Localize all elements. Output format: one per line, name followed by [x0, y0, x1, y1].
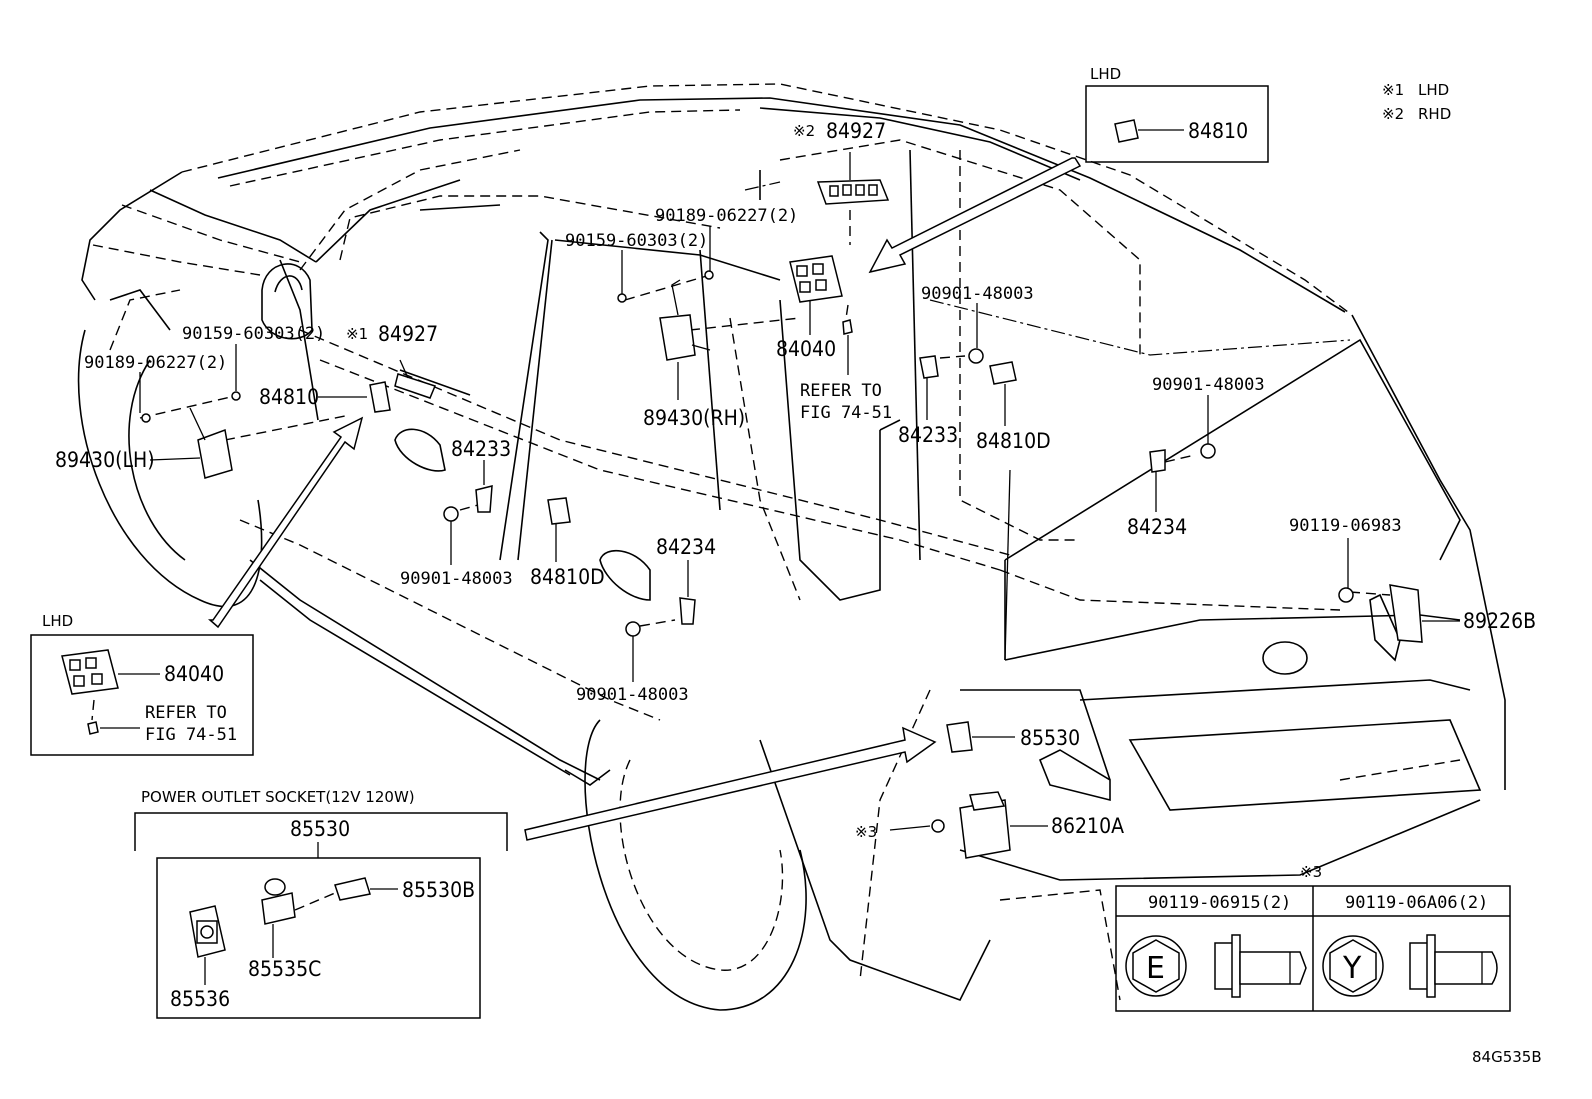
callout-arrows — [208, 157, 1082, 841]
parts-sketches — [141, 179, 1423, 859]
inset-left-refer-2: FIG 74-51 — [145, 725, 237, 745]
label-84810d-left: 84810D — [530, 565, 605, 589]
note-3-prefix: ※3 — [855, 823, 877, 841]
label-89430-lh: 89430(LH) — [55, 448, 155, 472]
arrow-left — [208, 416, 364, 629]
figure-code: 84G535B — [1472, 1048, 1542, 1066]
inset-top-lhd: LHD 84810 — [1085, 65, 1269, 163]
note-1-mark: ※1 — [1382, 81, 1404, 99]
label-84810-left: 84810 — [259, 385, 319, 409]
label-refer-1: REFER TO — [800, 381, 882, 401]
label-84927-left: 84927 — [378, 322, 438, 346]
note-2-mark: ※2 — [1382, 105, 1404, 123]
power-outlet-title: POWER OUTLET SOCKET(12V 120W) — [141, 788, 415, 806]
note-2-text: RHD — [1418, 105, 1451, 123]
label-84927-top: 84927 — [826, 119, 886, 143]
inset-left-part: 84040 — [164, 662, 224, 686]
assembly-dashes — [139, 210, 1391, 911]
label-refer-2: FIG 74-51 — [800, 403, 892, 423]
switch-84927-top — [816, 179, 890, 205]
inset-left-lhd: LHD 84040 REFER TO FIG 74-51 — [30, 612, 254, 756]
fastener-col2-symbol: Y — [1342, 951, 1362, 986]
fastener-col1-part: 90119-06915(2) — [1148, 893, 1291, 913]
switch-84040 — [789, 255, 843, 303]
arrow-bottom — [524, 726, 937, 841]
fastener-col2-part: 90119-06A06(2) — [1345, 893, 1488, 913]
label-89226b: 89226B — [1463, 609, 1536, 633]
inset-top-part: 84810 — [1188, 119, 1248, 143]
fastener-table-mark: ※3 — [1300, 863, 1322, 881]
label-86210a: 86210A — [1051, 814, 1124, 838]
part-labels: ※2 84927 90189-06227(2) 90159-60303(2) 8… — [55, 119, 1536, 841]
fastener-table: ※3 90119-06915(2) 90119-06A06(2) E Y — [1115, 863, 1511, 1012]
label-84233-right: 84233 — [898, 423, 958, 447]
inset-left-title: LHD — [42, 612, 73, 630]
label-90901-a: 90901-48003 — [921, 284, 1034, 304]
part-85535c: 85535C — [248, 957, 321, 981]
label-84040: 84040 — [776, 337, 836, 361]
sensor-89430-rh — [659, 279, 711, 361]
note-1-prefix: ※1 — [346, 325, 368, 343]
label-90189-top: 90189-06227(2) — [655, 206, 798, 226]
label-90901-b: 90901-48003 — [1152, 375, 1265, 395]
label-84810d-right: 84810D — [976, 429, 1051, 453]
part-85530b: 85530B — [402, 878, 475, 902]
label-90159-top: 90159-60303(2) — [565, 231, 708, 251]
inset-left-refer-1: REFER TO — [145, 703, 227, 723]
label-90159-left: 90159-60303(2) — [182, 324, 325, 344]
label-90119: 90119-06983 — [1289, 516, 1402, 536]
power-outlet-assembly: 85530 — [290, 817, 350, 841]
part-85536: 85536 — [170, 987, 230, 1011]
leader-lines — [139, 152, 1460, 831]
arrow-top — [868, 157, 1082, 274]
note-1-text: LHD — [1418, 81, 1449, 99]
label-90189-left: 90189-06227(2) — [84, 353, 227, 373]
label-90901-d: 90901-48003 — [576, 685, 689, 705]
sensor-89430-lh — [141, 391, 241, 479]
label-85530: 85530 — [1020, 726, 1080, 750]
label-84233-left: 84233 — [451, 437, 511, 461]
label-90901-c: 90901-48003 — [400, 569, 513, 589]
module-86210a — [931, 791, 1011, 859]
note-2-prefix: ※2 — [793, 122, 815, 140]
label-89430-rh: 89430(RH) — [643, 406, 745, 430]
inset-top-title: LHD — [1090, 65, 1121, 83]
label-84234-left: 84234 — [656, 535, 716, 559]
vehicle-outline — [77, 83, 1506, 1011]
label-84234-right: 84234 — [1127, 515, 1187, 539]
fastener-col1-symbol: E — [1146, 951, 1165, 986]
power-outlet-socket-group: POWER OUTLET SOCKET(12V 120W) 85530 8553… — [134, 788, 508, 1019]
